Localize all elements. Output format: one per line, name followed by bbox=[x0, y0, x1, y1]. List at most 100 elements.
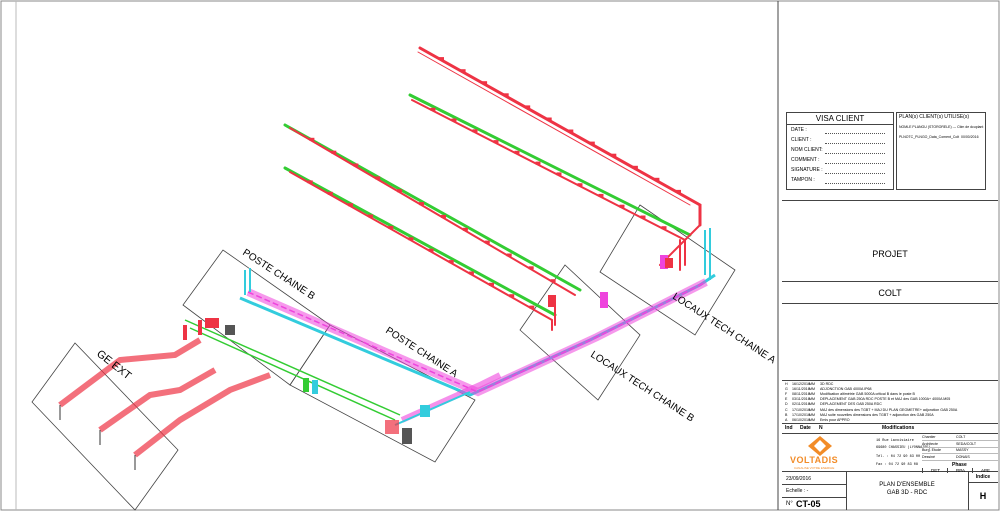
role-value: COLT bbox=[956, 435, 966, 439]
hanger-mark bbox=[451, 118, 457, 122]
role-value: MASSY bbox=[956, 448, 969, 452]
rev-date: 16/11/2016 bbox=[792, 387, 810, 392]
zone-label-locaux-b: LOCAUX TECH CHAINE B bbox=[588, 349, 696, 424]
rev-header-n: N bbox=[819, 425, 823, 431]
revision-header: Ind Date N Modifications bbox=[782, 423, 998, 434]
visa-client-box: VISA CLIENT DATE :CLIENT :NOM CLIENT:COM… bbox=[786, 112, 894, 190]
projet-box: PROJET COLT bbox=[782, 200, 998, 380]
rev-text: Modification altimétrie GAB 5000A critic… bbox=[820, 392, 915, 397]
rev-date: 03/11/2016 bbox=[792, 397, 810, 402]
rev-text: Emis pour APPRO bbox=[820, 417, 850, 422]
company-address-2: 69680 CHASSIEU (LYONNAISE) bbox=[876, 446, 931, 450]
indice-label: Indice bbox=[975, 474, 991, 480]
drawing-scale: Echelle : - bbox=[786, 488, 809, 494]
tgbt-b-2 bbox=[225, 325, 235, 335]
company-block: VOLTADIS CANALISE VOTRE ENERGIE 16 Rue L… bbox=[782, 432, 998, 473]
visa-field-line[interactable] bbox=[825, 133, 885, 134]
zone-box-poste-a bbox=[289, 324, 476, 463]
rev-ind: F bbox=[785, 392, 788, 397]
visa-field: CLIENT : bbox=[791, 137, 891, 146]
rev-date: 06/10/2016 bbox=[792, 417, 810, 422]
hanger-mark bbox=[546, 117, 552, 121]
hanger-mark bbox=[375, 176, 381, 180]
busbar-riser-1 bbox=[704, 228, 711, 280]
rev-date: 16/12/2016 bbox=[792, 382, 810, 386]
phase-col: DET bbox=[922, 468, 948, 473]
role-label: Chantier bbox=[922, 435, 936, 439]
zone-boxes bbox=[31, 204, 736, 511]
rev-header-mod: Modifications bbox=[882, 425, 915, 431]
visa-field-label: CLIENT : bbox=[791, 137, 812, 143]
hanger-mark bbox=[472, 129, 478, 133]
tgbt-a bbox=[303, 378, 309, 392]
rev-n: MM bbox=[809, 407, 815, 412]
rev-date: 17/10/2016 bbox=[792, 407, 810, 412]
visa-field-line[interactable] bbox=[825, 183, 885, 184]
hanger-mark bbox=[556, 172, 562, 176]
visa-client-title: VISA CLIENT bbox=[787, 113, 893, 125]
projet-label: PROJET bbox=[872, 249, 908, 259]
green-feeder-2 bbox=[189, 327, 396, 421]
hanger-mark bbox=[632, 165, 638, 169]
tgbt-b bbox=[205, 318, 219, 328]
role-row: Chantier COLT bbox=[922, 434, 998, 441]
company-tel: Tél. : 04 72 90 83 00 bbox=[876, 455, 921, 459]
ge-feeder-3 bbox=[133, 372, 272, 458]
visa-field-line[interactable] bbox=[825, 173, 885, 174]
rev-n: MM bbox=[809, 412, 815, 417]
hanger-mark bbox=[661, 226, 667, 230]
company-fax: Fax : 04 72 90 83 08 bbox=[876, 463, 919, 467]
role-value: DONAIS bbox=[956, 454, 970, 459]
hanger-mark bbox=[397, 189, 403, 193]
visa-field-label: COMMENT : bbox=[791, 157, 820, 163]
busbar-riser-2 bbox=[244, 268, 251, 295]
rev-header-date: Date bbox=[800, 425, 811, 431]
plan-title-2: GAB 3D - RDC bbox=[886, 490, 928, 496]
hanger-mark bbox=[439, 57, 444, 61]
hanger-mark bbox=[307, 180, 313, 184]
green-feeders bbox=[184, 319, 401, 421]
hanger-mark bbox=[529, 305, 535, 309]
visa-field: SIGNATURE : bbox=[791, 167, 891, 176]
rev-ind: H bbox=[785, 382, 788, 386]
visa-field-label: SIGNATURE : bbox=[791, 167, 823, 173]
hanger-mark bbox=[482, 81, 488, 85]
rev-text: DEPLACEMENT DES GAB 250A RDC bbox=[820, 402, 882, 407]
hanger-mark bbox=[331, 150, 337, 154]
hanger-mark bbox=[327, 191, 333, 195]
visa-field-line[interactable] bbox=[825, 143, 885, 144]
client-plans-row2-left: PLNOTC_PLNGO_Data_Coment_Colt bbox=[899, 135, 960, 139]
visa-field-label: DATE : bbox=[791, 127, 807, 133]
poste-a-cabinet bbox=[385, 420, 399, 434]
run-red-1 bbox=[418, 46, 702, 227]
visa-field-line[interactable] bbox=[825, 153, 885, 154]
rev-text: DEPLACEMENT GAB 250A RDC POSTE B et MAJ … bbox=[820, 397, 951, 402]
zone-box-locaux-b bbox=[519, 264, 641, 401]
projet-client: COLT bbox=[878, 288, 902, 298]
zone-box-locaux-a bbox=[599, 204, 736, 336]
voltadis-logo-icon bbox=[808, 436, 832, 456]
visa-field-label: TAMPON : bbox=[791, 177, 815, 183]
hanger-mark bbox=[428, 248, 434, 252]
hanger-mark bbox=[577, 183, 583, 187]
rev-ind: G bbox=[785, 387, 788, 392]
hanger-mark bbox=[654, 177, 660, 181]
visa-field-line[interactable] bbox=[825, 163, 885, 164]
zone-label-locaux-a: LOCAUX TECH CHAINE A bbox=[670, 291, 777, 366]
locaux-b-box bbox=[548, 295, 556, 307]
company-name: VOLTADIS bbox=[790, 455, 839, 465]
hanger-mark bbox=[525, 105, 531, 109]
ge-feeder-2 bbox=[98, 367, 217, 433]
ge-feeder-4 bbox=[183, 320, 202, 340]
hanger-mark bbox=[368, 214, 374, 218]
rev-n: MM bbox=[809, 397, 815, 402]
hanger-mark bbox=[388, 225, 394, 229]
